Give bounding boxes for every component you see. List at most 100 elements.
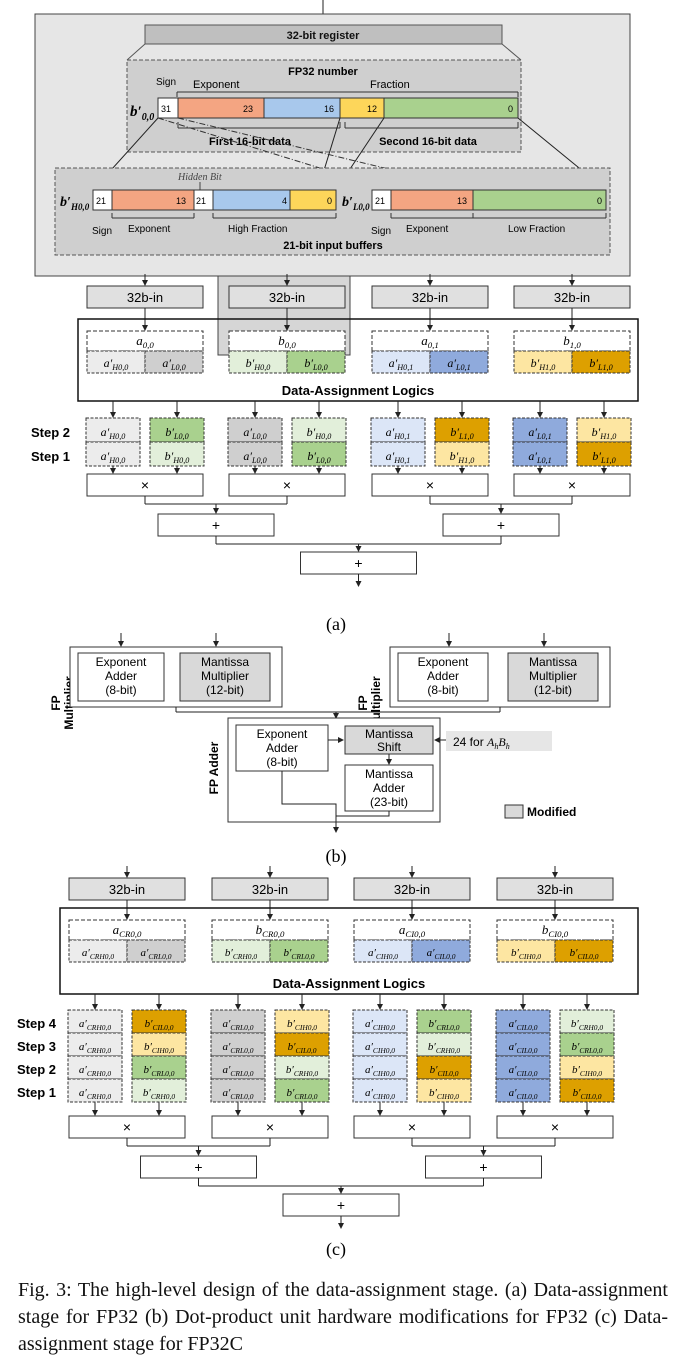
final-adder-symbol: + [337,1197,345,1213]
cell-label: aCR0,0 [113,922,142,939]
low-fraction-label: Low Fraction [508,224,565,235]
cell-label: a′CRH0,0 [82,947,114,961]
multiplier-symbol: × [408,1119,416,1135]
bL-label: b′L0,0 [342,195,370,212]
label-b: (b) [326,846,347,867]
input-32b-label: 32b-in [127,290,163,305]
fraction-label: Fraction [370,79,410,91]
cell-label: a′L0,0 [243,449,266,465]
figure-caption: Fig. 3: The high-level design of the dat… [18,1279,668,1355]
step-cell [227,417,283,443]
cell-label: a′CIH0,0 [365,1041,395,1055]
mantissa-adder [344,764,434,812]
input-32b-label: 32b-in [269,290,305,305]
register-label: 32-bit register [287,30,360,42]
input-32b-label: 32b-in [537,882,573,897]
cell-label: b′CIH0,0 [287,1018,317,1032]
input-32b-label: 32b-in [252,882,288,897]
split-cell [144,350,204,374]
split-cell [571,350,631,374]
step-cell [434,441,490,467]
shift-note-box [446,731,552,751]
fp32-number-label: FP32 number [288,66,358,78]
buffers-label: 21-bit input buffers [283,240,383,252]
hidden-bit-label: Hidden Bit [177,172,222,183]
split-cell [269,939,329,963]
modified-legend-swatch [504,804,524,819]
modified-legend-label: Modified [527,805,576,819]
cell-label: a′CRL0,0 [223,1041,254,1055]
cell-label: a′CIH0,0 [365,1064,395,1078]
cell-label: a′CIH0,0 [365,1087,395,1101]
cell-label: a′H0,1 [386,425,411,441]
multiplier-symbol: × [426,477,434,493]
cell-label: a′H0,0 [104,356,129,372]
multiplier-symbol: × [266,1119,274,1135]
input-32b-label: 32b-in [554,290,590,305]
exp-adder-left [77,652,165,702]
cell-label: b′CRH0,0 [571,1018,603,1032]
adder-symbol: + [194,1159,202,1175]
bL-bit-0: 0 [597,196,602,206]
cell-label: b′L0,0 [304,356,327,372]
step-cell [85,417,141,443]
cell-label: b′CIL0,0 [573,1087,602,1101]
cell-label: b′CRL0,0 [144,1064,175,1078]
cell-label: b′CIL0,0 [145,1018,174,1032]
bit-12: 12 [367,104,377,114]
split-cell [429,350,489,374]
step-label: Step 3 [17,1039,56,1054]
step-cell [85,441,141,467]
cell-label: b′CRL0,0 [287,1087,318,1101]
step-cell [576,441,632,467]
bit-0: 0 [508,104,513,114]
cell-label: a′L0,0 [243,425,266,441]
step-cell [291,441,347,467]
step-label: Step 4 [17,1016,57,1031]
bL-sign-label: Sign [371,226,391,237]
cell-label: b′CIH0,0 [429,1087,459,1101]
cell-label: a′CIL0,0 [509,1087,538,1101]
cell-label: bCI0,0 [542,922,569,939]
cell-label: a′CRH0,0 [79,1041,111,1055]
cell-label: b′CIL0,0 [570,947,599,961]
cell-label: b′H0,0 [246,356,271,372]
bH-hidden-21: 21 [196,196,206,206]
cell-label: a′CIL0,0 [509,1018,538,1032]
fraction-mid-field [339,97,385,119]
bH-bit-13: 13 [176,196,186,206]
step-cell [149,417,205,443]
cell-label: a′CIL0,0 [427,947,456,961]
shift-note: 24 for AhBh [453,735,510,751]
cell-label: a′L0,1 [447,356,470,372]
cell-label: b′H1,0 [450,449,475,465]
split-cell [286,350,346,374]
multiplier-symbol: × [568,477,576,493]
step-label: Step 1 [31,449,70,464]
exp-adder-right [397,652,489,702]
adder-exp-adder [235,724,329,772]
bH-sign-label: Sign [92,226,112,237]
cell-label: b′CIH0,0 [572,1064,602,1078]
multiplier-symbol: × [283,477,291,493]
split-cell [554,939,614,963]
cell-label: b′CRH0,0 [428,1041,460,1055]
second-16-label: Second 16-bit data [379,136,478,148]
fraction-low-field [383,97,519,119]
cell-label: b′H1,0 [531,356,556,372]
cell-label: b′L0,0 [165,425,188,441]
cell-label: b1,0 [563,333,581,350]
data-assignment-logics-label: Data-Assignment Logics [282,383,434,398]
cell-label: aCI0,0 [399,922,426,939]
cell-label: a′CRH0,0 [79,1087,111,1101]
label-c: (c) [326,1239,346,1260]
cell-label: a′H0,1 [389,356,414,372]
